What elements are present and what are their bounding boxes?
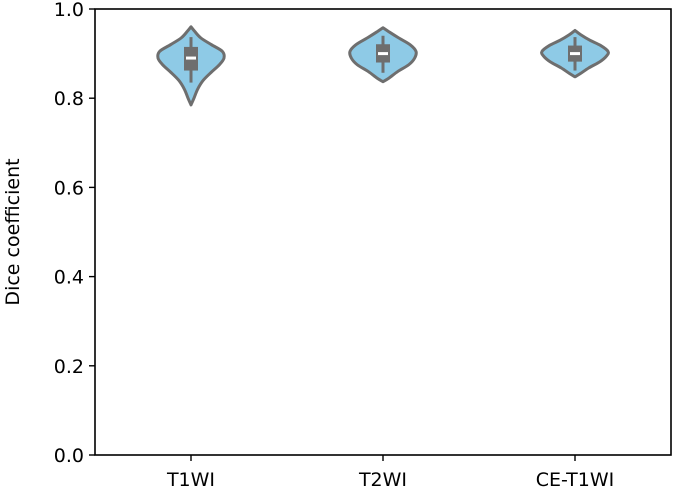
y-tick-label: 0.4	[54, 267, 84, 289]
x-tick-label: T1WI	[166, 469, 215, 491]
violins-layer	[156, 25, 610, 107]
violin-ce-t1wi	[540, 28, 610, 79]
x-tick-label: T2WI	[358, 469, 407, 491]
y-tick-label: 1.0	[54, 0, 84, 21]
y-tick-label: 0.8	[54, 88, 84, 110]
y-axis: 0.0 0.2 0.4 0.6 0.8 1.0	[54, 0, 95, 467]
y-tick-label: 0.6	[54, 177, 84, 199]
y-tick-label: 0.2	[54, 356, 84, 378]
violin-t1wi	[156, 25, 226, 107]
y-axis-title: Dice coefficient	[2, 158, 24, 305]
violin-median	[186, 56, 196, 60]
violin-median	[570, 52, 580, 56]
x-axis: T1WI T2WI CE-T1WI	[166, 455, 614, 491]
y-tick-label: 0.0	[54, 445, 84, 467]
violin-median	[378, 52, 388, 56]
violin-t2wi	[348, 26, 418, 84]
x-tick-label: CE-T1WI	[536, 469, 614, 491]
